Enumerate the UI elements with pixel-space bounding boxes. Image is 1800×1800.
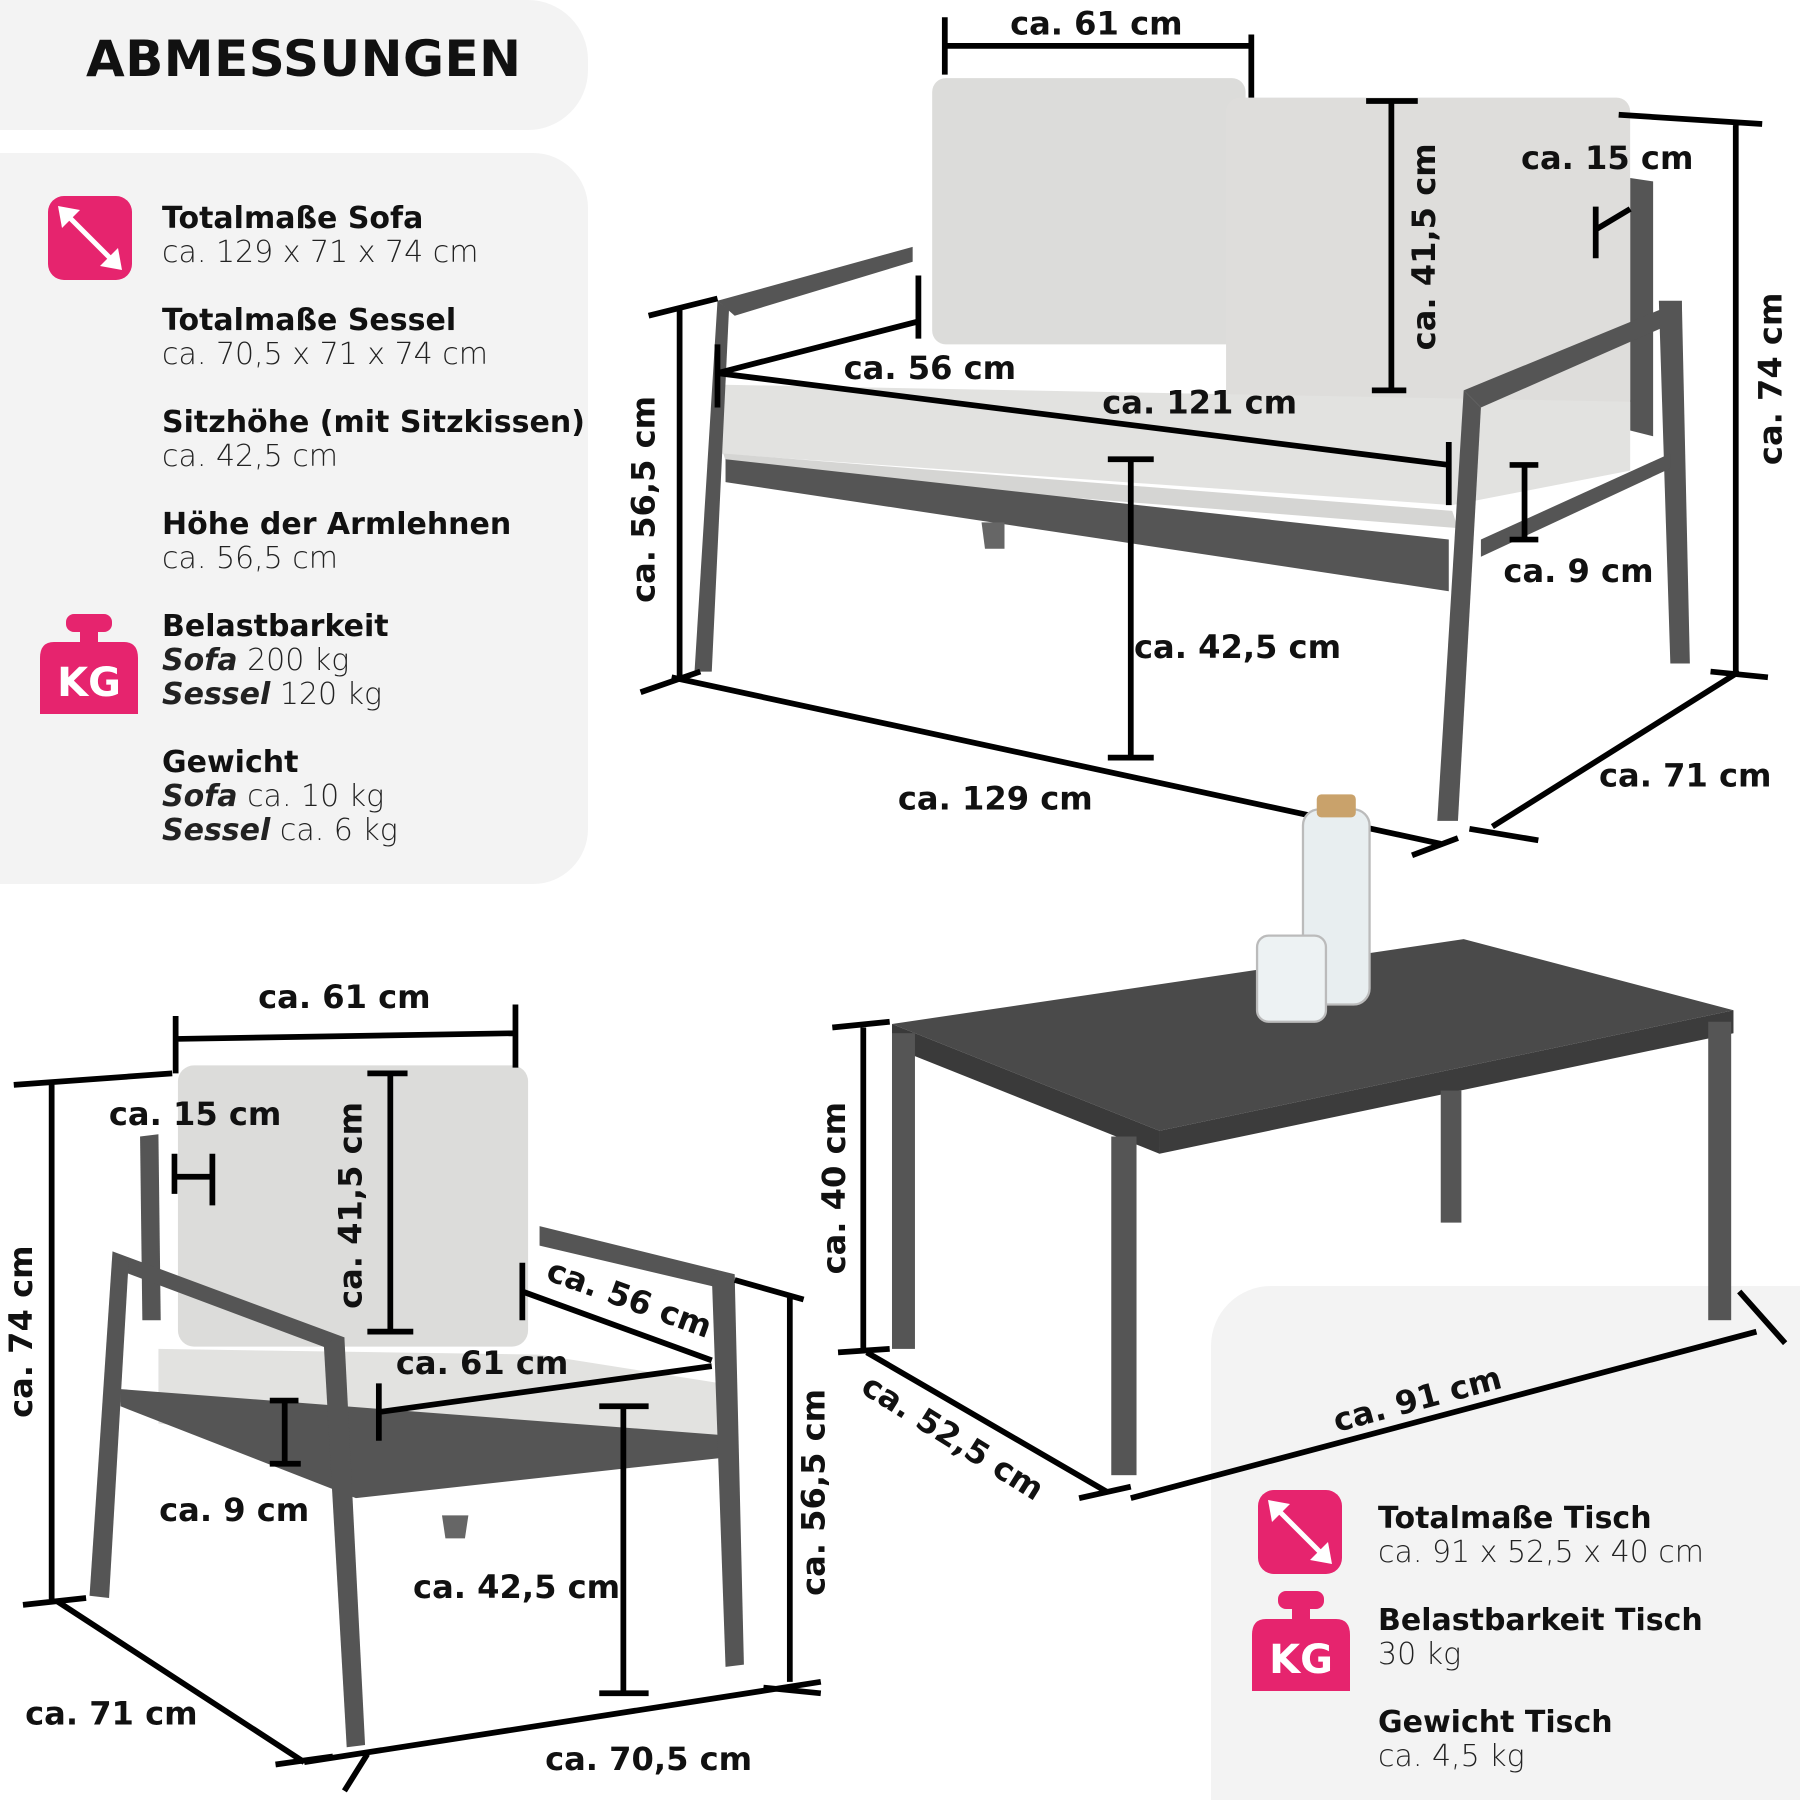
sofa-cushion-label: ca. 9 cm [1503, 552, 1653, 590]
sofa-seat-height-label: ca. 42,5 cm [1134, 628, 1341, 666]
chair-dimension-labels: ca. 61 cm ca. 74 cm ca. 15 cm ca. 41,5 c… [2, 978, 832, 1778]
weight-kg-icon: KG [1252, 1591, 1350, 1691]
chair-dimension-lines [13, 1004, 822, 1793]
sofa-dimension-lines [639, 17, 1769, 858]
table-depth-label: ca. 52,5 cm [855, 1366, 1051, 1508]
sofa-seat-width-label: ca. 121 cm [1102, 383, 1297, 421]
sofa-dimension-labels: ca. 61 cm ca. 74 cm ca. 15 cm ca. 41,5 c… [624, 4, 1789, 817]
chair-arm-height-label: ca. 56,5 cm [794, 1389, 832, 1596]
svg-text:KG: KG [1269, 1637, 1333, 1683]
chair-height-label: ca. 74 cm [2, 1245, 40, 1418]
info-item: Sitzhöhe (mit Sitzkissen)ca. 42,5 cm [162, 405, 585, 474]
chair-width-label: ca. 70,5 cm [545, 1740, 752, 1778]
sofa-back-height-label: ca. 41,5 cm [1405, 143, 1443, 350]
resize-diagonal-icon [1258, 1490, 1342, 1574]
chair-back-depth-label: ca. 15 cm [109, 1095, 282, 1133]
table-dimension-labels: ca. 40 cm ca. 52,5 cm ca. 91 cm [815, 1102, 1506, 1508]
sofa-height-label: ca. 74 cm [1752, 293, 1790, 466]
sofa-back-depth-label: ca. 15 cm [1521, 139, 1694, 177]
info-item: Belastbarkeit Sofa 200 kg Sessel 120 kg [162, 609, 389, 712]
title-panel: ABMESSUNGEN [0, 0, 588, 130]
chair-back-width-label: ca. 61 cm [258, 978, 431, 1016]
sofa-depth-label: ca. 71 cm [1599, 756, 1772, 794]
weight-kg-icon: KG [40, 614, 138, 714]
sofa-arm-height-label: ca. 56,5 cm [624, 396, 662, 603]
info-item: Gewicht Sofa ca. 10 kg Sessel ca. 6 kg [162, 745, 398, 848]
table-dimension-lines [832, 1018, 1788, 1501]
chair-illustration [89, 1065, 744, 1748]
chair-depth-label: ca. 71 cm [25, 1694, 198, 1732]
sofa-back-width-label: ca. 61 cm [1010, 4, 1183, 42]
page-title: ABMESSUNGEN [86, 30, 522, 88]
table-illustration [891, 794, 1734, 1476]
chair-seat-width-label: ca. 61 cm [396, 1344, 569, 1382]
resize-diagonal-icon [48, 196, 132, 280]
sofa-width-label: ca. 129 cm [898, 779, 1093, 817]
chair-seat-height-label: ca. 42,5 cm [413, 1568, 620, 1606]
chair-back-height-label: ca. 41,5 cm [332, 1102, 370, 1309]
chair-cushion-label: ca. 9 cm [159, 1491, 309, 1529]
sofa-illustration [694, 78, 1690, 821]
svg-text:KG: KG [57, 660, 121, 706]
table-width-label: ca. 91 cm [1329, 1358, 1505, 1439]
sofa-seat-depth-label: ca. 56 cm [844, 349, 1017, 387]
table-height-label: ca. 40 cm [815, 1102, 853, 1275]
